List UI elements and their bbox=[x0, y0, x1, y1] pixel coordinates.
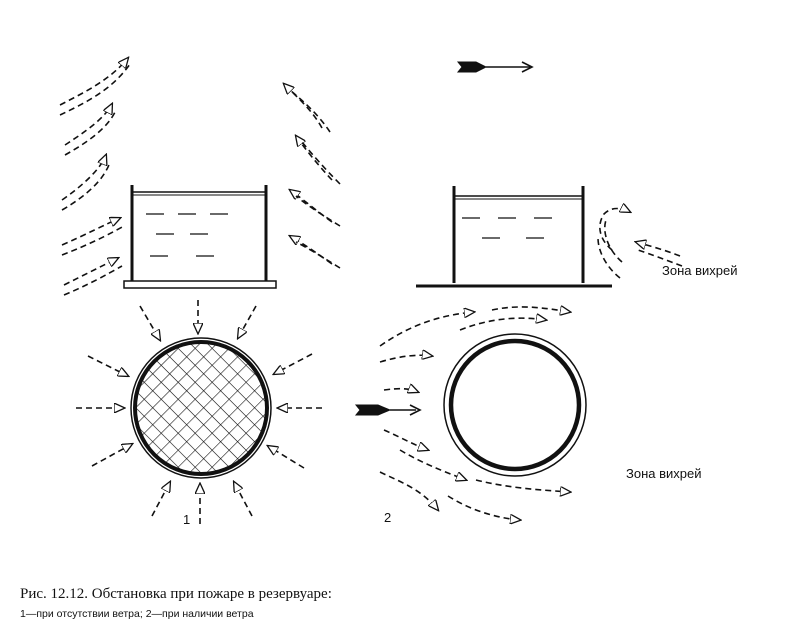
figure-legend: 1—при отсутствии ветра; 2—при наличии ве… bbox=[20, 608, 254, 620]
vortex-airflow-side bbox=[597, 209, 683, 279]
wind-arrow-plan bbox=[354, 404, 422, 416]
case-1-label: 1 bbox=[183, 512, 191, 527]
tank-plan-with-wind bbox=[443, 333, 587, 477]
figure-caption: Рис. 12.12. Обстановка при пожаре в резе… bbox=[20, 586, 332, 602]
vortex-zone-label-plan: Зона вихрей bbox=[626, 466, 702, 481]
airflow-left-rising bbox=[59, 58, 131, 296]
tank-side-no-wind bbox=[123, 185, 277, 289]
case-2-label: 2 bbox=[384, 510, 392, 525]
wind-direction-arrow bbox=[456, 61, 534, 73]
vortex-zone-label-side: Зона вихрей bbox=[662, 263, 738, 278]
radial-inflow-arrows bbox=[76, 300, 322, 524]
tank-plan-no-wind bbox=[130, 337, 272, 479]
airflow-right-rising bbox=[284, 84, 341, 269]
airflow-around-tank bbox=[379, 307, 570, 520]
tank-side-with-wind bbox=[416, 186, 612, 288]
